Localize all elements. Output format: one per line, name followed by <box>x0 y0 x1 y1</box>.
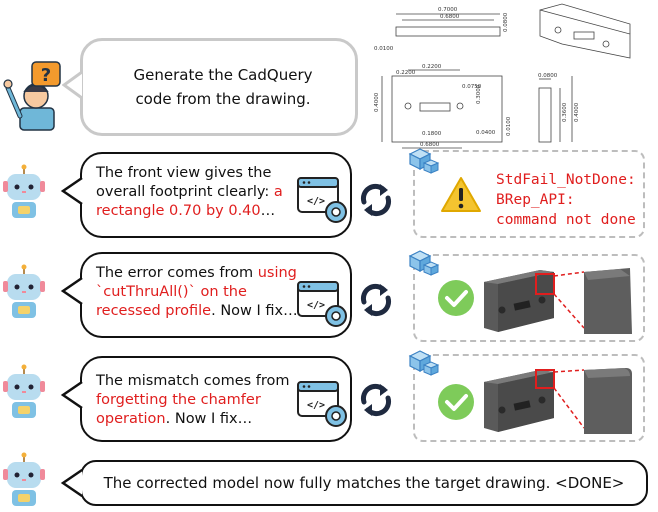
user-prompt-text: Generate the CadQuery code from the draw… <box>133 66 313 108</box>
dim-front-r: 0.0750 <box>462 84 482 90</box>
cube-icon-3 <box>408 350 440 376</box>
part-render-3 <box>484 368 632 434</box>
dim-front-h: 0.3000 <box>476 84 482 104</box>
robot-avatar-3 <box>2 364 46 420</box>
warning-icon <box>441 177 481 212</box>
svg-text:</>: </> <box>307 400 325 411</box>
dim-front-f: 0.6800 <box>420 142 440 148</box>
dim-front-c: 0.4000 <box>374 92 380 112</box>
dim-side-w: 0.0800 <box>538 73 558 79</box>
refresh-icon-2 <box>360 283 392 317</box>
bubble-tail-3 <box>60 380 83 410</box>
part-render-2 <box>484 268 632 334</box>
dim-front-a: 0.2200 <box>396 70 416 76</box>
robot-avatar-2 <box>2 264 46 320</box>
dim-front-p: 0.0400 <box>476 130 496 136</box>
step-text-3: The mismatch comes from forgetting the c… <box>96 373 290 427</box>
dim-front-b: 0.2200 <box>422 64 442 70</box>
svg-text:</>: </> <box>307 300 325 311</box>
dim-top-depth: 0.0100 <box>374 46 394 52</box>
check-icon-3 <box>438 384 474 420</box>
dim-front-g: 0.0100 <box>506 116 512 136</box>
final-message: The corrected model now fully matches th… <box>103 474 625 492</box>
code-gear-icon-1: </> <box>297 177 347 223</box>
cube-icon-1 <box>408 148 440 174</box>
dim-front-e: 0.1800 <box>422 131 442 137</box>
svg-text:?: ? <box>41 65 51 86</box>
refresh-icon-3 <box>360 383 392 417</box>
robot-avatar-4 <box>2 452 46 508</box>
result-panel-2 <box>413 254 645 342</box>
refresh-icon-1 <box>360 183 392 217</box>
engineering-drawing: 0.7000 0.6800 0.0800 0.0100 0.2200 0.220… <box>374 3 631 149</box>
user-bubble-tail <box>62 70 83 100</box>
robot-avatar-1 <box>2 164 46 220</box>
code-gear-icon-3: </> <box>297 381 347 427</box>
user-prompt-bubble: Generate the CadQuery code from the draw… <box>80 38 358 136</box>
dim-side-h1: 0.3600 <box>562 102 568 122</box>
check-icon-2 <box>438 280 474 316</box>
bubble-tail-2 <box>60 276 83 306</box>
user-avatar: ? <box>2 60 64 132</box>
dim-side-h2: 0.4000 <box>574 102 580 122</box>
dim-top-width: 0.7000 <box>438 7 458 13</box>
svg-text:</>: </> <box>307 196 325 207</box>
step-text-1: The front view gives the overall footpri… <box>96 165 283 219</box>
step-bubble-3: The mismatch comes from forgetting the c… <box>80 356 352 442</box>
result-panel-3 <box>413 354 645 442</box>
error-message: StdFail_NotDone: BRep_API: command not d… <box>496 172 636 228</box>
final-bubble-tail <box>60 468 83 498</box>
dim-top-width-inner: 0.6800 <box>440 14 460 20</box>
final-bubble: The corrected model now fully matches th… <box>80 460 648 506</box>
result-panel-error <box>413 150 645 238</box>
code-gear-icon-2: </> <box>297 281 347 327</box>
dim-top-height: 0.0800 <box>503 12 509 32</box>
cube-icon-2 <box>408 250 440 276</box>
step-text-2: The error comes from using `cutThruAll()… <box>96 265 298 319</box>
bubble-tail-1 <box>60 176 83 206</box>
